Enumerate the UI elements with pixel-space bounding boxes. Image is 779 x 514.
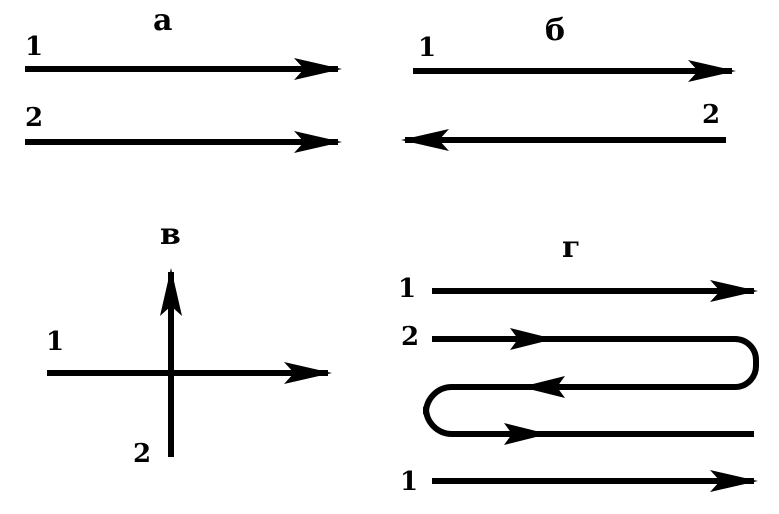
panel-g-loop-label: 2: [401, 322, 419, 352]
panel-g-serpentine-path: [423, 336, 759, 437]
panel-b-line1-label: 1: [418, 33, 436, 63]
panel-v-line2-label: 2: [133, 439, 151, 469]
panel-b-letter: б: [545, 13, 565, 48]
panel-b-line2-label: 2: [702, 100, 720, 130]
panel-a-letter: а: [153, 3, 172, 38]
panel-g-loop-arrowhead-1: [510, 328, 554, 350]
panel-g-letter: г: [562, 230, 580, 265]
panel-v-line1-label: 1: [46, 327, 64, 357]
panel-a: а 1 2: [25, 3, 342, 153]
panel-b: б 1 2: [401, 13, 736, 151]
panel-g-top-label: 1: [398, 274, 416, 304]
panel-v: в 1 2: [46, 217, 332, 469]
panel-g-loop-arrowhead-3: [504, 423, 548, 445]
panel-g-bottom-label: 1: [400, 467, 418, 497]
panel-g: г 1 2 1: [398, 230, 759, 497]
panel-v-letter: в: [160, 217, 181, 252]
panel-a-line1-label: 1: [25, 32, 43, 62]
panel-a-line2-label: 2: [25, 103, 43, 133]
panel-g-loop-arrowhead-2: [521, 376, 565, 398]
